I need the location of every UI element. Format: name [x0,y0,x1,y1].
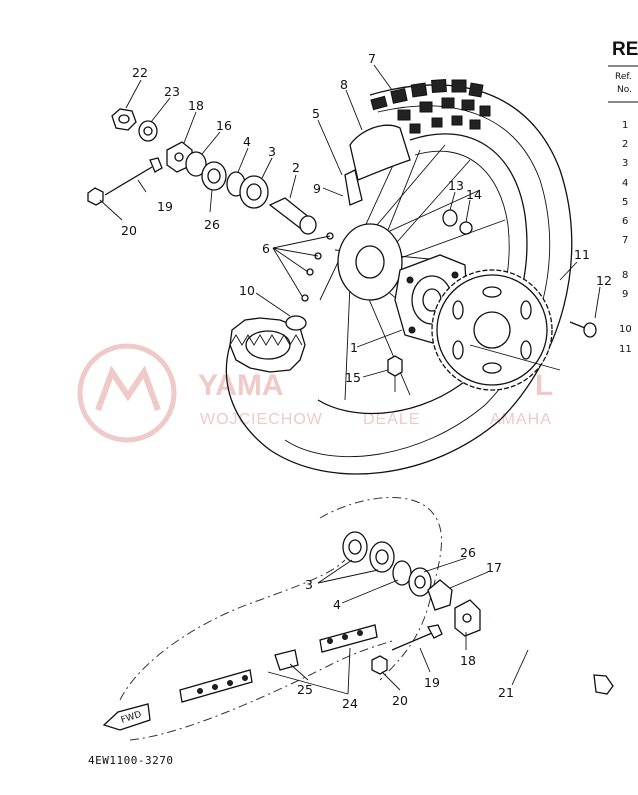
tire-tread [370,78,491,134]
watermark-brand: YAMA [198,369,284,402]
axle-21 [487,616,614,695]
lower-bolt-19 [391,624,443,651]
watermark-dealer-tail: AMAHA [490,411,552,428]
watermark-logo-ring [77,343,177,443]
leader-lines [99,64,601,695]
ref-number: 11 [619,344,632,355]
callout-13: 13 [448,178,464,193]
callout-10: 10 [239,283,255,298]
page-title: RE [612,39,638,60]
callout-6: 6 [262,241,270,256]
lower-callout-26: 26 [460,545,476,560]
callout-26: 26 [204,217,220,232]
ref-header-line2: No. [617,85,632,95]
lower-nut-20 [371,655,388,675]
upper-parts [87,108,597,392]
tire-outer [225,84,573,475]
chain-path-upper [319,497,442,681]
callout-19: 19 [157,199,173,214]
ref-number: 9 [622,289,628,300]
callout-20: 20 [121,223,137,238]
callout-16: 16 [216,118,232,133]
lower-axle-assembly: FWD [102,497,614,741]
callout-15: 15 [345,370,361,385]
callout-23: 23 [164,84,180,99]
part-14-washer [459,221,473,235]
watermark-brand-tail: L [535,369,553,402]
callout-8: 8 [340,77,348,92]
ref-number-list: 1 2 3 4 5 6 7 8 9 10 11 [619,120,632,355]
ref-number: 1 [622,120,628,131]
callout-9: 9 [313,181,321,196]
ref-number: 7 [622,235,628,246]
part-13-nut [442,209,458,227]
part-16-collar [185,151,207,177]
ref-number: 5 [622,197,628,208]
lower-callout-3: 3 [305,577,313,592]
part-19-bolt [104,157,163,196]
callout-14: 14 [466,187,482,202]
callout-labels: 22 23 18 16 4 3 2 19 20 26 7 8 5 9 6 10 … [121,51,612,711]
part-10-flap [285,315,307,331]
lower-callout-17: 17 [486,560,502,575]
callout-18: 18 [188,98,204,113]
ref-number: 4 [622,178,628,189]
part-20-nut [87,187,104,206]
callout-11: 11 [574,247,590,262]
diagram-code: 4EW1100-3270 [88,754,173,767]
ref-number: 2 [622,139,628,150]
lower-callout-21: 21 [498,685,514,700]
watermark-logo-mark [95,365,161,412]
lower-callout-24: 24 [342,696,358,711]
chain-path-lower [119,559,346,701]
callout-12: 12 [596,273,612,288]
watermark: YAMA L WOJCIECHOW DEALE AMAHA [77,343,553,443]
callout-1: 1 [350,340,358,355]
ref-number: 3 [622,158,628,169]
watermark-dealer: WOJCIECHOW [200,411,323,428]
callout-22: 22 [132,65,148,80]
part-15-valve [387,355,403,377]
drive-chain [179,624,378,703]
callout-4: 4 [243,134,251,149]
ref-number: 6 [622,216,628,227]
part-6-nipples [301,232,334,302]
callout-5: 5 [312,106,320,121]
lower-callout-19: 19 [424,675,440,690]
lower-collar-17 [427,579,453,611]
lower-callout-18: 18 [460,653,476,668]
ref-number: 10 [619,324,632,335]
rim-lock [344,169,363,206]
watermark-dealer-mid: DEALE [363,411,420,428]
ref-header-line1: Ref. [615,72,632,82]
callout-7: 7 [368,51,376,66]
lower-callout-20: 20 [392,693,408,708]
forward-arrow: FWD [102,703,151,731]
rear-hub [337,223,469,346]
lower-callout-4: 4 [333,597,341,612]
ref-number: 8 [622,270,628,281]
callout-3: 3 [268,144,276,159]
rear-sprocket [431,269,561,391]
chain-joint-25 [274,649,299,671]
part-12-bolt [569,321,597,338]
lower-callout-25: 25 [297,682,313,697]
rear-wheel-assembly [225,78,573,475]
fwd-arrow-icon [102,703,151,731]
tube-valve-band [349,124,411,181]
callout-2: 2 [292,160,300,175]
